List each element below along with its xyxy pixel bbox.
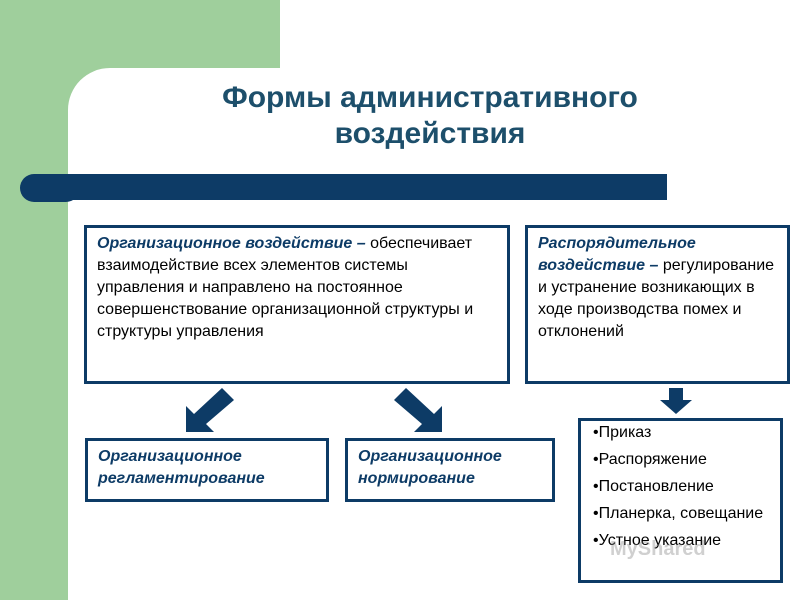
directive-forms-list: •Приказ •Распоряжение •Постановление •Пл… — [578, 418, 783, 583]
organizational-norming-box: Организационное нормирование — [345, 438, 555, 502]
arrow-down-right-icon — [394, 388, 442, 432]
administrative-impact-description: регулирование и устранение возникающих в… — [538, 257, 775, 340]
organizational-impact-box: Организационное воздействие – обеспечива… — [84, 225, 510, 384]
organizational-impact-term: Организационное воздействие — [97, 235, 353, 252]
list-item: •Приказ — [593, 424, 652, 441]
administrative-impact-term: Распорядительное воздействие — [538, 235, 696, 274]
organizational-norming-label: Организационное нормирование — [358, 448, 502, 487]
title-line-2: воздействия — [334, 117, 526, 150]
list-item: •Планерка, совещание — [593, 505, 764, 522]
organizational-impact-description: обеспечивает взаимодействие всех элемент… — [97, 235, 474, 340]
divider-bar — [55, 174, 667, 200]
title-line-1: Формы административного — [222, 81, 638, 114]
organizational-regulation-box: Организационное регламентирование — [85, 438, 329, 502]
administrative-impact-box: Распорядительное воздействие – регулиров… — [525, 225, 790, 384]
list-item: •Распоряжение — [593, 451, 707, 468]
watermark: MyShared — [610, 538, 706, 560]
arrow-down-left-icon — [186, 388, 234, 432]
administrative-impact-dash: – — [645, 257, 659, 274]
organizational-regulation-label: Организационное регламентирование — [98, 448, 265, 487]
page-title: Формы административного воздействия — [150, 80, 710, 152]
list-item: •Устное указание — [593, 532, 722, 549]
arrow-down-icon — [660, 388, 692, 414]
list-item: •Постановление — [593, 478, 714, 495]
organizational-impact-dash: – — [352, 235, 366, 252]
